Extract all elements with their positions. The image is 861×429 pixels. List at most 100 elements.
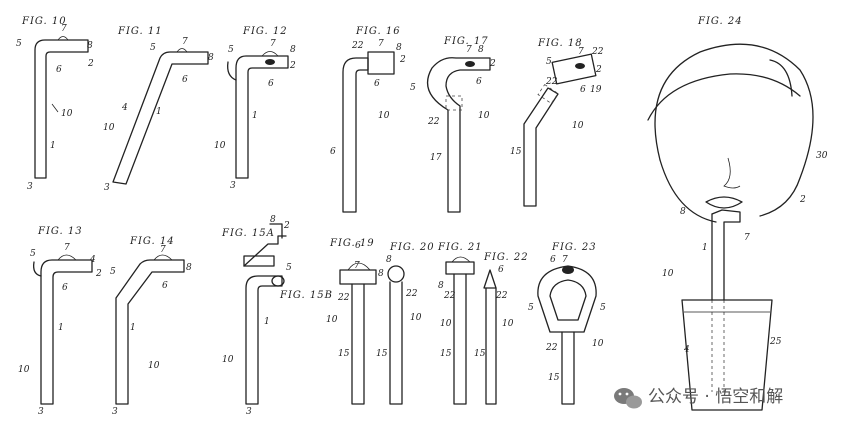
svg-text:6: 6 bbox=[330, 147, 336, 157]
svg-text:3: 3 bbox=[246, 407, 252, 417]
svg-text:7: 7 bbox=[562, 255, 568, 265]
svg-text:5: 5 bbox=[286, 263, 292, 273]
svg-text:30: 30 bbox=[816, 151, 828, 161]
svg-text:3: 3 bbox=[112, 407, 118, 417]
fig-15: FIG. 15A 8 2 5 FIG. 15B 1 10 3 bbox=[221, 215, 333, 417]
fig-16: FIG. 16 22 7 8 2 6 6 10 bbox=[330, 26, 406, 213]
svg-text:22: 22 bbox=[337, 293, 350, 303]
svg-text:22: 22 bbox=[427, 117, 440, 127]
straw-fig-17 bbox=[427, 57, 491, 213]
svg-text:6: 6 bbox=[268, 79, 274, 89]
fig-18-label: FIG. 18 bbox=[537, 38, 583, 49]
svg-text:7: 7 bbox=[354, 261, 360, 271]
svg-text:8: 8 bbox=[438, 281, 444, 291]
svg-text:6: 6 bbox=[374, 79, 380, 89]
ref-7: 7 bbox=[61, 24, 67, 34]
svg-text:22: 22 bbox=[591, 47, 604, 57]
svg-text:5: 5 bbox=[228, 45, 234, 55]
svg-text:7: 7 bbox=[182, 37, 188, 47]
svg-text:5: 5 bbox=[546, 57, 552, 67]
svg-text:8: 8 bbox=[208, 53, 214, 63]
fig-18: FIG. 18 5 7 22 2 6 19 22 10 15 bbox=[510, 38, 604, 207]
svg-text:2: 2 bbox=[799, 195, 806, 205]
valve-tip-fig-22 bbox=[483, 269, 497, 289]
fig-20: FIG. 20 8 22 10 15 bbox=[376, 242, 435, 405]
svg-text:4: 4 bbox=[683, 345, 690, 355]
svg-text:10: 10 bbox=[378, 111, 390, 121]
svg-text:7: 7 bbox=[378, 39, 384, 49]
fig-12: FIG. 12 5 7 8 2 6 1 10 3 bbox=[214, 26, 296, 191]
head-outline bbox=[654, 43, 814, 217]
svg-text:22: 22 bbox=[405, 289, 418, 299]
svg-text:2: 2 bbox=[399, 55, 406, 65]
svg-text:10: 10 bbox=[222, 355, 234, 365]
tube-fig-20 bbox=[389, 281, 403, 405]
svg-text:7: 7 bbox=[160, 245, 166, 255]
svg-text:5: 5 bbox=[110, 267, 116, 277]
svg-text:10: 10 bbox=[18, 365, 30, 375]
fig-19-label: FIG. 19 bbox=[329, 238, 375, 249]
svg-text:7: 7 bbox=[466, 45, 472, 55]
svg-text:7: 7 bbox=[270, 39, 276, 49]
svg-text:5: 5 bbox=[600, 303, 606, 313]
straw-fig-13 bbox=[40, 259, 93, 405]
straw-fig-12 bbox=[235, 55, 289, 179]
svg-text:19: 19 bbox=[590, 85, 602, 95]
svg-text:8: 8 bbox=[386, 255, 392, 265]
fig-16-label: FIG. 16 bbox=[355, 26, 401, 37]
fig-14: FIG. 14 5 7 8 6 1 10 3 bbox=[110, 236, 192, 417]
valve-frame-inner bbox=[549, 279, 587, 321]
svg-text:10: 10 bbox=[662, 269, 674, 279]
svg-text:10: 10 bbox=[410, 313, 422, 323]
hinge-fig-15a bbox=[243, 235, 287, 267]
tube-fig-19 bbox=[351, 283, 365, 405]
svg-text:17: 17 bbox=[430, 153, 442, 163]
svg-text:7: 7 bbox=[64, 243, 70, 253]
svg-text:1: 1 bbox=[264, 317, 270, 327]
straw-fig-14 bbox=[115, 259, 185, 405]
fig-20-label: FIG. 20 bbox=[389, 242, 435, 253]
fig-11: FIG. 11 5 7 8 6 4 1 10 3 bbox=[103, 26, 214, 193]
tube-fig-23 bbox=[561, 331, 575, 405]
ref-3: 3 bbox=[27, 182, 33, 192]
svg-text:1: 1 bbox=[130, 323, 136, 333]
svg-text:6: 6 bbox=[182, 75, 188, 85]
ref-10: 10 bbox=[61, 109, 73, 119]
straw-fig-15b bbox=[245, 275, 283, 405]
svg-text:10: 10 bbox=[326, 315, 338, 325]
svg-text:22: 22 bbox=[443, 291, 456, 301]
svg-text:2: 2 bbox=[489, 59, 496, 69]
svg-text:5: 5 bbox=[30, 249, 36, 259]
svg-text:22: 22 bbox=[545, 343, 558, 353]
fig-24: FIG. 24 30 2 8 7 1 10 4 25 bbox=[647, 16, 828, 411]
ref-1: 1 bbox=[50, 141, 56, 151]
ref-6: 6 bbox=[56, 65, 62, 75]
svg-text:4: 4 bbox=[89, 255, 96, 265]
straw-fig-18 bbox=[523, 87, 559, 207]
svg-text:8: 8 bbox=[478, 45, 484, 55]
straw-fig-24 bbox=[711, 209, 741, 301]
valve-ball-fig-20 bbox=[387, 265, 405, 283]
fig-22: FIG. 22 6 22 10 15 bbox=[474, 252, 528, 405]
svg-text:1: 1 bbox=[252, 111, 258, 121]
valve-block-fig-21 bbox=[445, 261, 475, 275]
ref-2: 2 bbox=[87, 59, 94, 69]
fig-17: FIG. 17 7 8 2 6 5 22 10 17 bbox=[410, 36, 496, 213]
svg-text:6: 6 bbox=[498, 265, 504, 275]
svg-text:15: 15 bbox=[548, 373, 560, 383]
fig-13: FIG. 13 5 7 4 2 6 1 10 3 bbox=[18, 226, 102, 417]
svg-text:10: 10 bbox=[502, 319, 514, 329]
fig-13-label: FIG. 13 bbox=[37, 226, 83, 237]
valve-dot bbox=[265, 59, 275, 65]
valve-cap-fig-16 bbox=[367, 51, 395, 75]
svg-text:8: 8 bbox=[396, 43, 402, 53]
svg-text:25: 25 bbox=[769, 337, 782, 347]
svg-text:1: 1 bbox=[702, 243, 708, 253]
svg-text:15: 15 bbox=[440, 349, 452, 359]
fig-15b-label: FIG. 15B bbox=[279, 290, 333, 301]
fig-21-label: FIG. 21 bbox=[437, 242, 483, 253]
fig-17-label: FIG. 17 bbox=[443, 36, 489, 47]
svg-text:6: 6 bbox=[580, 85, 586, 95]
fig-15a-label: FIG. 15A bbox=[221, 228, 275, 239]
